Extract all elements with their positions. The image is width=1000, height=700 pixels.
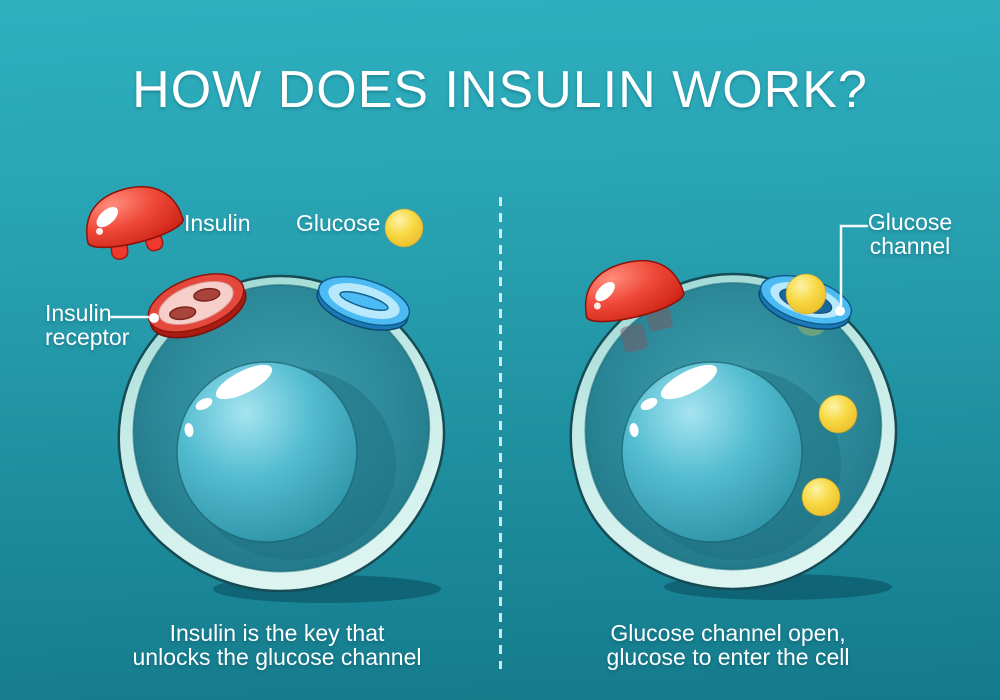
nucleus-highlight: [195, 397, 213, 411]
nucleus-highlight: [184, 423, 194, 437]
glucose-channel-label: Glucose channel: [860, 210, 960, 258]
channel-callout-line: [839, 224, 868, 306]
receptor-callout-dot: [149, 313, 159, 323]
right-caption-line2: glucose to enter the cell: [606, 643, 850, 670]
glucose-inside-cell: [801, 477, 841, 517]
insulin-receptor-label: Insulin receptor: [45, 301, 129, 349]
page-title: HOW DOES INSULIN WORK?: [132, 61, 868, 119]
left-caption-line2: unlocks the glucose channel: [132, 643, 422, 670]
nucleus: [176, 361, 396, 560]
glucose-icon: [384, 208, 424, 248]
glucose-inside-cell: [818, 394, 858, 434]
left-caption: Insulin is the key that unlocks the gluc…: [87, 620, 467, 670]
glucose-channel-label-line1: Glucose: [867, 209, 953, 235]
nucleus-highlight: [215, 364, 273, 400]
nucleus-sphere: [176, 361, 358, 543]
glucose-channel-closed-icon: [316, 275, 411, 331]
glucose-in-channel: [785, 273, 827, 315]
glucose-label: Glucose: [296, 210, 381, 236]
cell-left: [86, 186, 446, 603]
left-caption-line1: Insulin is the key that: [169, 620, 385, 646]
right-caption: Glucose channel open, glucose to enter t…: [538, 620, 918, 670]
channel-callout-dot: [835, 306, 845, 316]
insulin-label: Insulin: [184, 210, 251, 236]
insulin-receptor-label-line2: receptor: [45, 324, 130, 350]
insulin-icon: [86, 186, 184, 260]
insulin-receptor-label-line1: Insulin: [45, 300, 112, 326]
cell-right: [569, 224, 898, 600]
bound-insulin-icon: [584, 260, 685, 323]
insulin-receptor-icon: [147, 273, 247, 339]
right-caption-line1: Glucose channel open,: [610, 620, 846, 646]
glucose-channel-label-line2: channel: [869, 233, 951, 259]
